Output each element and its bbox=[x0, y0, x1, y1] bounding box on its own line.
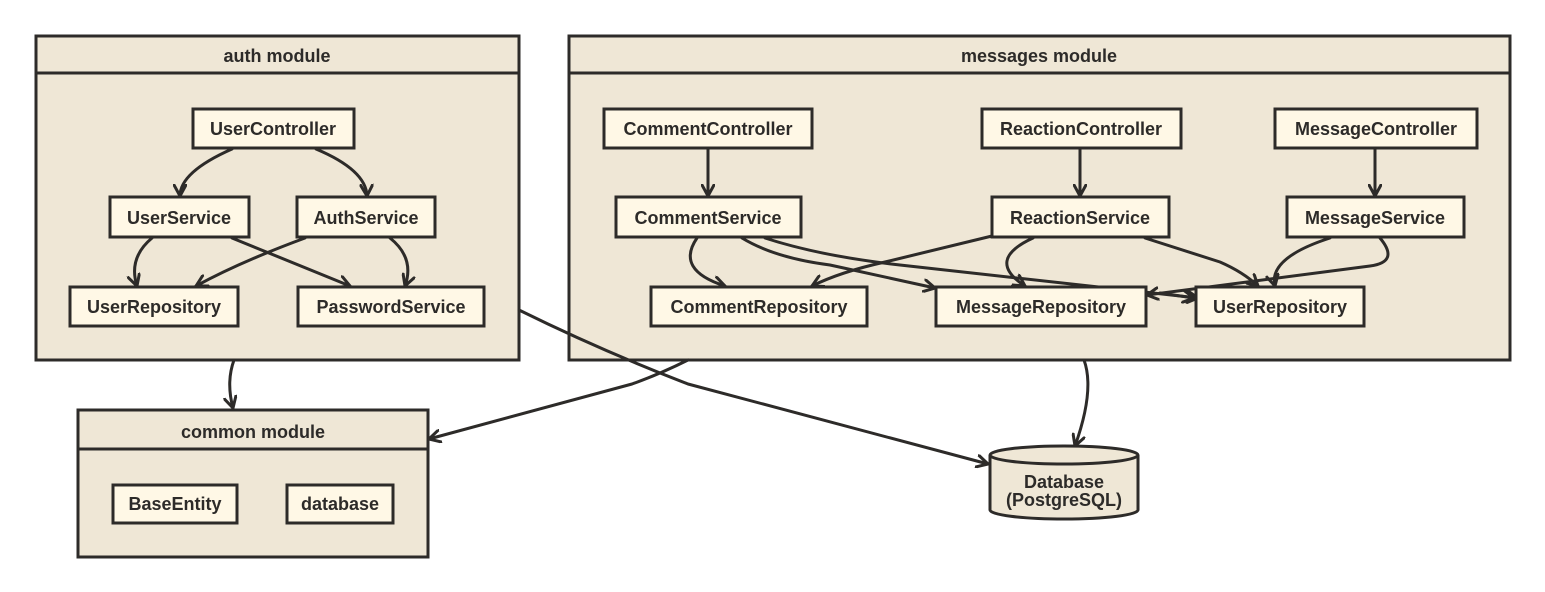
node-user-controller[interactable]: UserController bbox=[191, 107, 356, 150]
edge-messages-database bbox=[1075, 358, 1090, 448]
messages-nodes: CommentController ReactionController Mes… bbox=[602, 107, 1479, 328]
edge-auth-database bbox=[517, 308, 990, 464]
edge-reactionservice-userrepository bbox=[1143, 236, 1260, 288]
auth-nodes: UserController UserService AuthService U… bbox=[68, 107, 486, 328]
database-label-line1: Database bbox=[1024, 472, 1104, 492]
node-comment-service[interactable]: CommentService bbox=[614, 195, 803, 239]
node-user-repository-auth[interactable]: UserRepository bbox=[68, 285, 240, 328]
node-user-service[interactable]: UserService bbox=[108, 195, 251, 239]
node-label: BaseEntity bbox=[128, 494, 221, 514]
node-label: CommentService bbox=[634, 208, 781, 228]
node-label: MessageService bbox=[1305, 208, 1445, 228]
edge-commentservice-userrepository bbox=[763, 236, 1200, 298]
auth-module-title: auth module bbox=[224, 46, 331, 66]
node-comment-controller[interactable]: CommentController bbox=[602, 107, 814, 150]
node-label: CommentController bbox=[623, 119, 792, 139]
node-message-controller[interactable]: MessageController bbox=[1273, 107, 1479, 150]
node-base-entity[interactable]: BaseEntity bbox=[111, 483, 239, 525]
messages-module-title: messages module bbox=[961, 46, 1117, 66]
database-cylinder-body bbox=[988, 455, 1140, 521]
node-label: UserService bbox=[127, 208, 231, 228]
node-label: CommentRepository bbox=[670, 297, 847, 317]
edge-messagerepository-userrepository bbox=[1158, 293, 1196, 298]
node-reaction-service[interactable]: ReactionService bbox=[990, 195, 1171, 239]
edge-messageservice-userrepository bbox=[1274, 236, 1332, 288]
node-label: AuthService bbox=[313, 208, 418, 228]
edge-commentservice-commentrepository bbox=[688, 236, 727, 286]
node-message-repository[interactable]: MessageRepository bbox=[934, 285, 1148, 328]
node-database-package[interactable]: database bbox=[285, 483, 395, 525]
node-label: PasswordService bbox=[316, 297, 465, 317]
database-cylinder-top bbox=[988, 444, 1140, 466]
edge-userservice-userrepository bbox=[135, 236, 154, 288]
edge-messageservice-messagerepository bbox=[1145, 236, 1390, 295]
edge-usercontroller-authservice bbox=[314, 147, 367, 198]
node-comment-repository[interactable]: CommentRepository bbox=[649, 285, 869, 328]
node-label: UserController bbox=[210, 119, 336, 139]
edge-reactionservice-commentrepository bbox=[810, 234, 994, 286]
edge-auth-common bbox=[230, 358, 234, 410]
edge-authservice-userrepository bbox=[194, 236, 307, 286]
node-label: UserRepository bbox=[1213, 297, 1347, 317]
node-auth-service[interactable]: AuthService bbox=[295, 195, 437, 239]
node-label: ReactionController bbox=[1000, 119, 1162, 139]
edge-commentservice-messagerepository bbox=[740, 236, 937, 288]
common-nodes: BaseEntity database bbox=[111, 483, 395, 525]
node-label: MessageRepository bbox=[956, 297, 1126, 317]
common-module-title: common module bbox=[181, 422, 325, 442]
edge-authservice-passwordservice bbox=[388, 236, 408, 288]
node-label: MessageController bbox=[1295, 119, 1457, 139]
node-message-service[interactable]: MessageService bbox=[1285, 195, 1466, 239]
edge-userservice-passwordservice bbox=[230, 236, 352, 286]
database-label-line2: (PostgreSQL) bbox=[1006, 490, 1122, 510]
node-user-repository-messages[interactable]: UserRepository bbox=[1194, 285, 1366, 328]
node-password-service[interactable]: PasswordService bbox=[296, 285, 486, 328]
node-label: database bbox=[301, 494, 379, 514]
node-label: ReactionService bbox=[1010, 208, 1150, 228]
edge-usercontroller-userservice bbox=[180, 147, 234, 198]
edge-reactionservice-messagerepository bbox=[1005, 236, 1035, 288]
node-label: UserRepository bbox=[87, 297, 221, 317]
node-reaction-controller[interactable]: ReactionController bbox=[980, 107, 1183, 150]
edge-messages-common bbox=[427, 358, 690, 439]
edges bbox=[135, 147, 1390, 464]
database-cylinder[interactable]: Database (PostgreSQL) bbox=[988, 444, 1140, 521]
